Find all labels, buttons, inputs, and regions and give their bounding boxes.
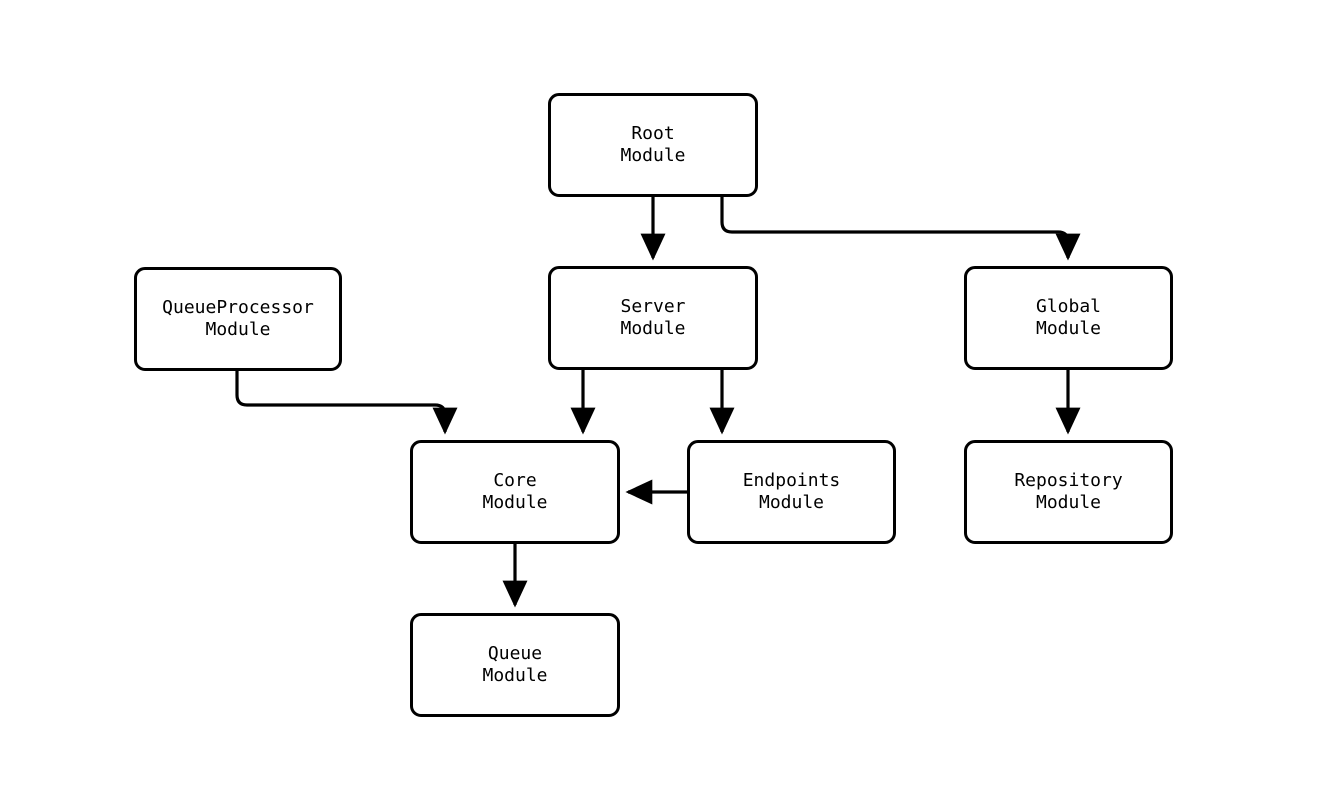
- node-label-repository-line2: Module: [1035, 492, 1102, 513]
- node-label-core-line1: Core: [493, 470, 537, 491]
- node-label-core-line2: Module: [482, 492, 548, 513]
- node-label-global-line1: Global: [1035, 296, 1102, 317]
- edge-queueprocessor-core: [235, 371, 458, 435]
- node-label-global-line2: Module: [1035, 318, 1102, 339]
- node-label-queueprocessor-line1: QueueProcessor: [162, 297, 314, 318]
- node-label-endpoints-line2: Module: [758, 492, 825, 513]
- node-label-server-line1: Server: [620, 296, 686, 317]
- node-label-root-line2: Module: [620, 145, 686, 166]
- node-label-queueprocessor-line2: Module: [205, 319, 271, 340]
- node-label-server-line2: Module: [620, 318, 686, 339]
- edge-root-global: [720, 197, 1081, 261]
- node-label-endpoints-line1: Endpoints: [742, 470, 841, 491]
- node-label-queue-line2: Module: [482, 665, 548, 686]
- node-label-root-line1: Root: [631, 123, 675, 144]
- node-label-queue-line1: Queue: [487, 643, 543, 664]
- node-label-repository-line1: Repository: [1014, 470, 1123, 491]
